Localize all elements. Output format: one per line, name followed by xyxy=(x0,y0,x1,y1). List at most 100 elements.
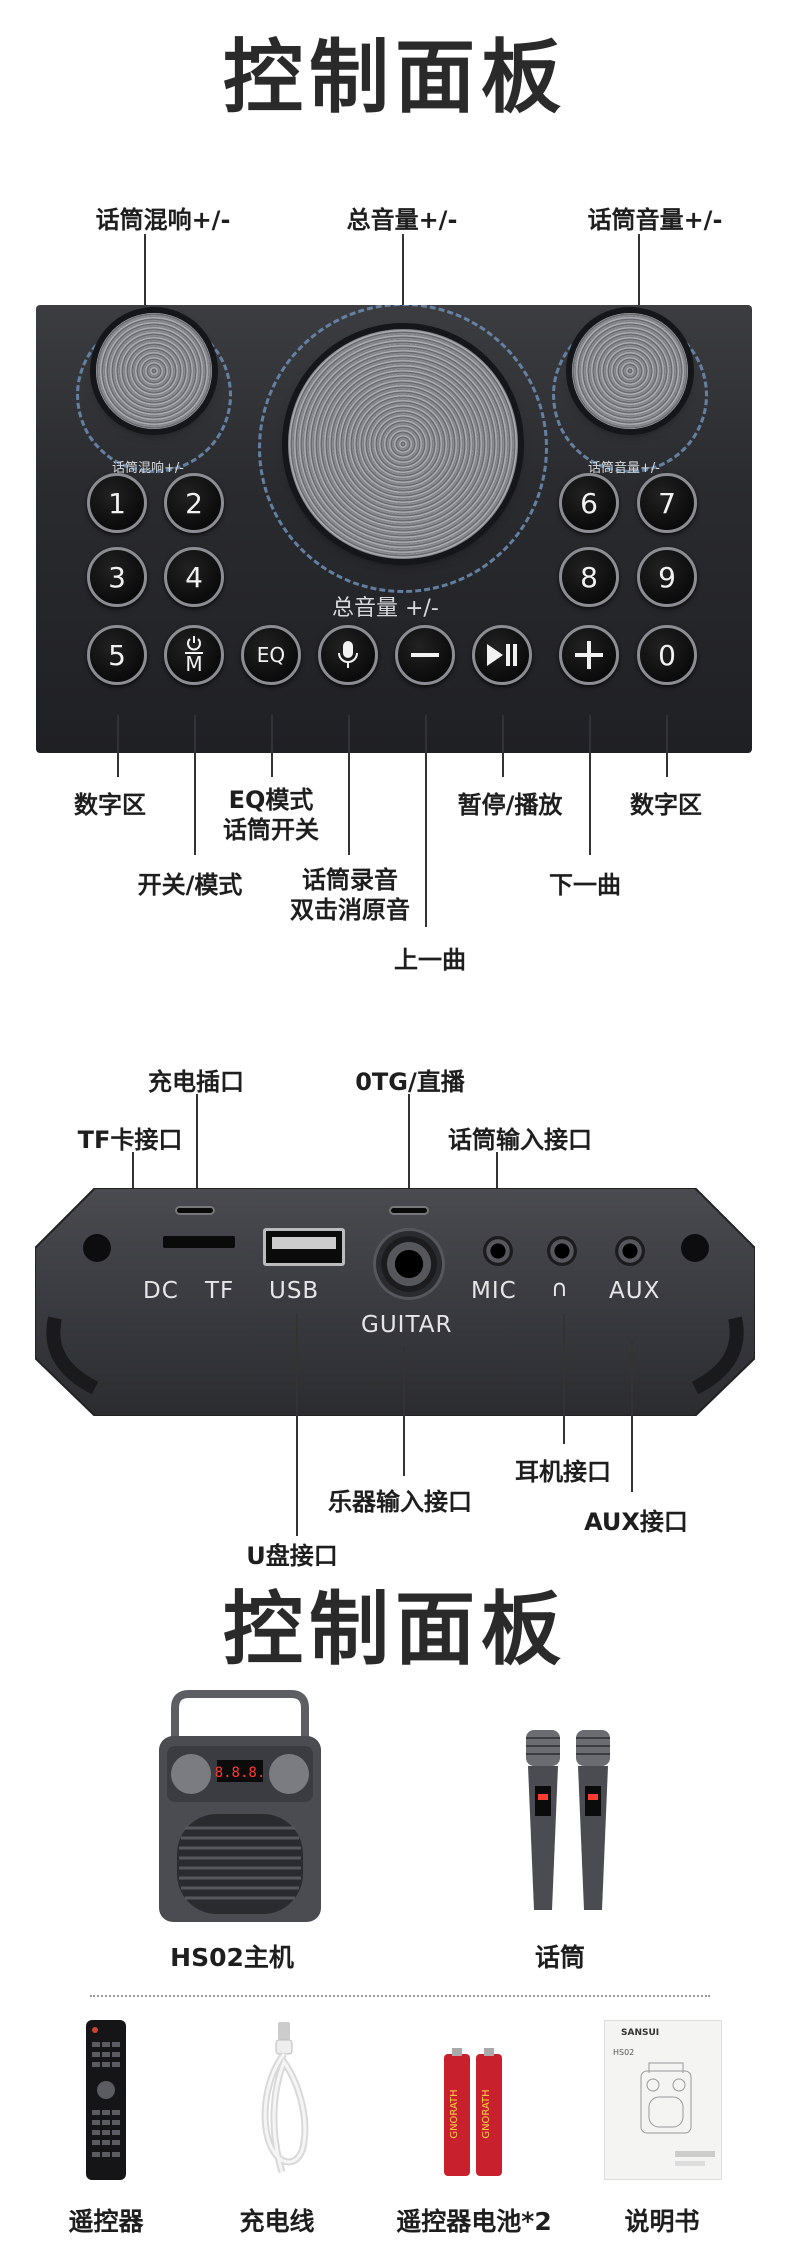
label-tf-port: TF卡接口 xyxy=(77,1126,183,1154)
master-volume-knob[interactable] xyxy=(288,329,518,559)
port-label-mic: MIC xyxy=(471,1278,517,1304)
button-6[interactable]: 6 xyxy=(559,473,619,533)
button-7-label: 7 xyxy=(658,486,676,520)
port-label-tf: TF xyxy=(205,1278,235,1304)
label-headphone-port: 耳机接口 xyxy=(515,1458,611,1486)
microphone-icon xyxy=(338,641,358,668)
label-instrument-input: 乐器输入接口 xyxy=(328,1488,472,1516)
label-next: 下一曲 xyxy=(549,871,621,899)
label-numeric-right: 数字区 xyxy=(630,791,702,819)
power-icon xyxy=(187,636,201,651)
button-5[interactable]: 5 xyxy=(87,625,147,685)
button-4-label: 4 xyxy=(185,560,203,594)
button-8[interactable]: 8 xyxy=(559,547,619,607)
previous-track-button[interactable] xyxy=(395,625,455,685)
connector-line xyxy=(638,234,640,316)
record-button[interactable] xyxy=(318,625,378,685)
connector-line xyxy=(196,1094,198,1206)
power-mode-button[interactable]: M xyxy=(164,625,224,685)
button-9-label: 9 xyxy=(658,560,676,594)
label-eq-line2: 话筒开关 xyxy=(223,816,319,844)
rear-panel: DC TF USB GUITAR MIC ∩ AUX xyxy=(35,1188,755,1416)
label-mic-reverb: 话筒混响+/- xyxy=(95,206,231,234)
manual-image: SANSUI HS02 xyxy=(604,2020,722,2180)
charge-port xyxy=(175,1206,215,1215)
button-5-label: 5 xyxy=(108,638,126,672)
battery-brand-left: GNORATH xyxy=(449,2089,460,2138)
cable-image xyxy=(252,2022,316,2182)
mic-reverb-knob[interactable] xyxy=(96,313,212,429)
label-cable: 充电线 xyxy=(239,2207,315,2236)
play-pause-button[interactable] xyxy=(472,625,532,685)
button-8-label: 8 xyxy=(580,560,598,594)
knob-scale xyxy=(258,305,548,593)
otg-port xyxy=(389,1206,429,1215)
label-record-line2: 双击消原音 xyxy=(290,896,410,924)
usb-port xyxy=(263,1228,345,1266)
connector-line xyxy=(563,1314,565,1444)
microphone-left xyxy=(526,1730,560,1910)
button-3-label: 3 xyxy=(108,560,126,594)
connector-line xyxy=(631,1340,633,1492)
label-record-line1: 话筒录音 xyxy=(302,866,398,894)
speaker-display-digits: 8.8.8. xyxy=(215,1765,266,1781)
divider xyxy=(90,1995,710,1997)
button-0-label: 0 xyxy=(658,638,676,672)
port-label-usb: USB xyxy=(269,1278,320,1304)
eq-label: EQ xyxy=(256,643,286,667)
page-title: 控制面板 xyxy=(223,31,567,124)
label-speaker: HS02主机 xyxy=(170,1943,294,1972)
mic-volume-knob[interactable] xyxy=(572,313,688,429)
button-2[interactable]: 2 xyxy=(164,473,224,533)
button-0[interactable]: 0 xyxy=(637,625,697,685)
play-pause-icon xyxy=(487,644,517,666)
label-batteries: 遥控器电池*2 xyxy=(396,2207,552,2236)
label-eq-line1: EQ模式 xyxy=(228,786,314,814)
eq-button[interactable]: EQ xyxy=(241,625,301,685)
port-label-guitar: GUITAR xyxy=(361,1312,453,1338)
label-usb-port: U盘接口 xyxy=(246,1542,338,1570)
label-mic-volume: 话筒音量+/- xyxy=(587,206,723,234)
label-mic-input: 话筒输入接口 xyxy=(448,1126,592,1154)
microphones-image xyxy=(518,1730,618,1914)
label-otg: 0TG/直播 xyxy=(355,1068,465,1096)
tf-card-slot xyxy=(163,1236,235,1248)
connector-line xyxy=(194,715,196,855)
connector-line xyxy=(144,234,146,316)
label-numeric-left: 数字区 xyxy=(74,791,146,819)
batteries-image: GNORATH GNORATH xyxy=(440,2048,506,2178)
panel-caption-master-volume: 总音量 +/- xyxy=(332,596,439,621)
port-label-headphone: ∩ xyxy=(551,1276,569,1302)
speaker-image: 8.8.8. xyxy=(155,1688,325,1924)
button-1-label: 1 xyxy=(108,486,126,520)
button-3[interactable]: 3 xyxy=(87,547,147,607)
port-label-dc: DC xyxy=(143,1278,179,1304)
battery-brand-right: GNORATH xyxy=(481,2089,492,2138)
connector-line xyxy=(348,715,350,855)
button-4[interactable]: 4 xyxy=(164,547,224,607)
manual-model: HS02 xyxy=(613,2048,634,2057)
button-9[interactable]: 9 xyxy=(637,547,697,607)
label-remote: 遥控器 xyxy=(68,2207,144,2236)
label-manual: 说明书 xyxy=(624,2207,700,2236)
panel-caption-mic-volume: 话筒音量+/- xyxy=(588,461,660,476)
plus-icon xyxy=(575,641,603,669)
connector-line xyxy=(271,715,273,777)
button-6-label: 6 xyxy=(580,486,598,520)
panel-caption-mic-reverb: 话筒混响+/- xyxy=(112,461,184,476)
connector-line xyxy=(403,1346,405,1476)
guitar-jack xyxy=(381,1236,437,1292)
connector-line xyxy=(589,715,591,855)
next-track-button[interactable] xyxy=(559,625,619,685)
connector-line xyxy=(402,234,404,334)
connector-line xyxy=(296,1314,298,1536)
label-microphones: 话筒 xyxy=(534,1943,586,1972)
button-1[interactable]: 1 xyxy=(87,473,147,533)
control-panel: 话筒混响+/- 总音量 +/- 话筒音量+/- 1 2 3 4 6 7 8 9 … xyxy=(36,305,752,753)
mic-jack xyxy=(483,1236,513,1266)
button-7[interactable]: 7 xyxy=(637,473,697,533)
manual-brand: SANSUI xyxy=(621,2028,659,2038)
section-title: 控制面板 xyxy=(223,1583,567,1676)
port-label-aux: AUX xyxy=(609,1278,661,1304)
label-record: 话筒录音 双击消原音 xyxy=(290,865,410,925)
